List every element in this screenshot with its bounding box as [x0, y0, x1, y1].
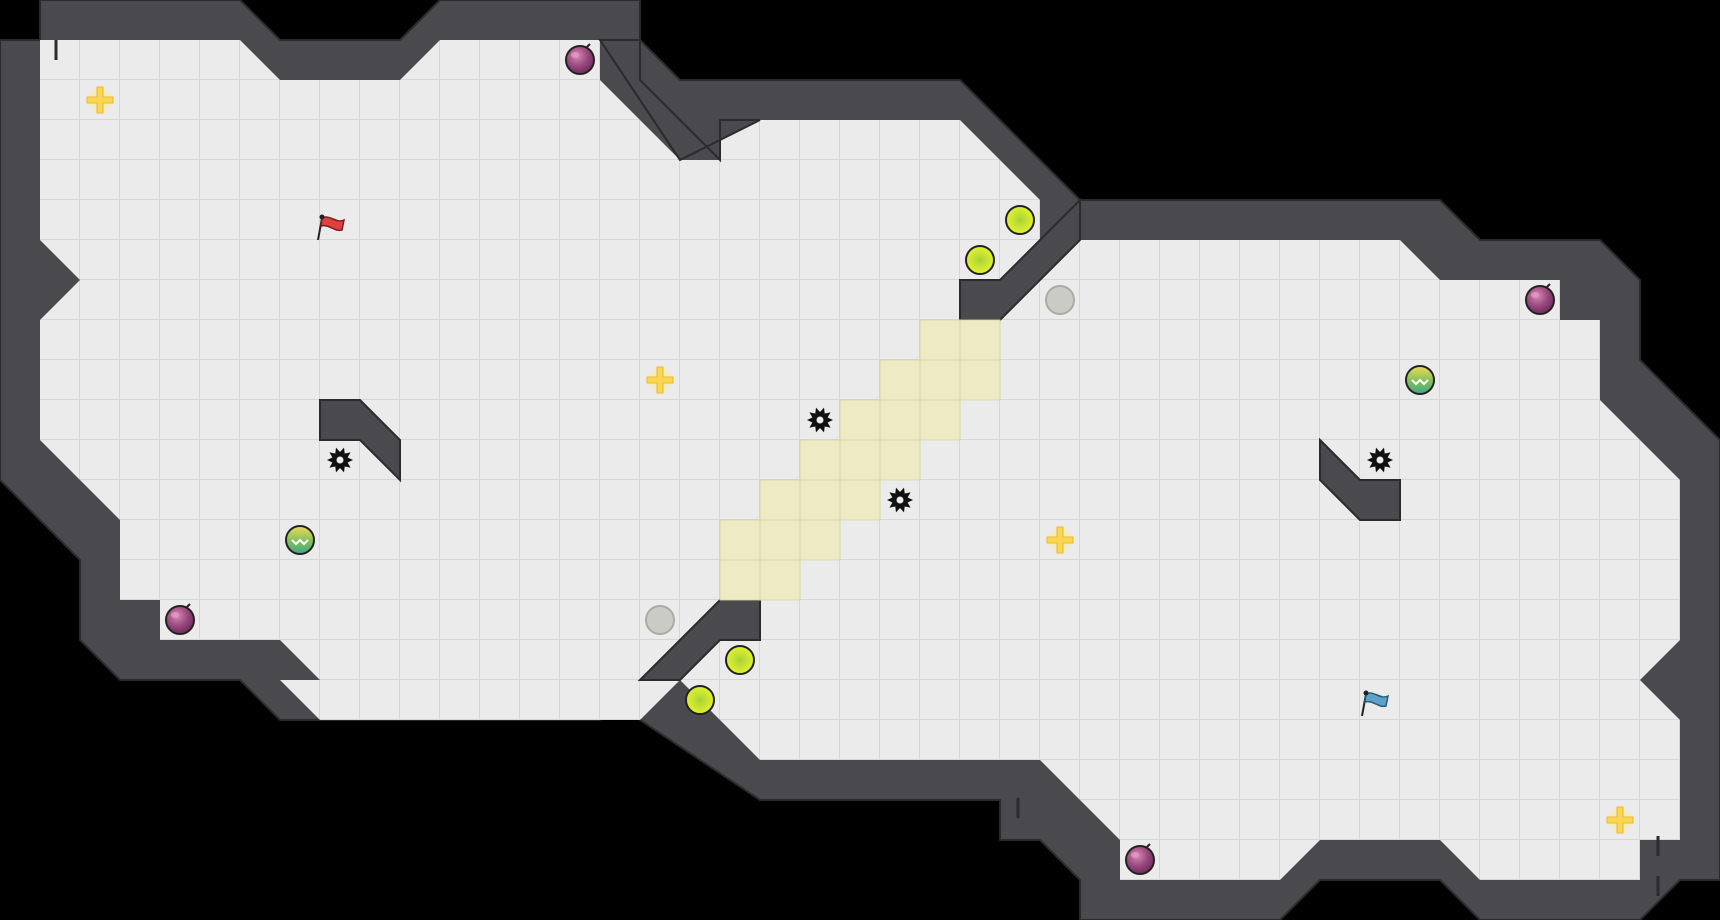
bomb-icon: [165, 603, 195, 635]
speed-powerup-icon: [285, 525, 315, 555]
boost-pad-icon: [86, 86, 114, 114]
left-barrier: [319, 399, 401, 483]
boost-pad-icon: [1046, 526, 1074, 554]
bomb-icon: [1525, 283, 1555, 315]
interior-walls: [319, 39, 1401, 681]
spike-mine-icon: [887, 487, 913, 513]
speed-powerup-icon: [1405, 365, 1435, 395]
portal-idle-icon: [1045, 285, 1075, 315]
boost-pad-icon: [1606, 806, 1634, 834]
bombs: [165, 43, 1555, 875]
spike-mine-icon: [327, 447, 353, 473]
spike-mine-icon: [807, 407, 833, 433]
blue-flag-icon[interactable]: [1361, 690, 1390, 717]
right-barrier: [1319, 437, 1401, 521]
corner-notches: [54, 40, 1660, 896]
spike-mine-icon: [1367, 447, 1393, 473]
portal-icon: [965, 245, 995, 275]
portals: [645, 205, 1075, 715]
neutral-zone: [719, 319, 1001, 601]
portal-icon: [685, 685, 715, 715]
portal-idle-icon: [645, 605, 675, 635]
bomb-icon: [565, 43, 595, 75]
portal-icon: [725, 645, 755, 675]
portal-icon: [1005, 205, 1035, 235]
upper-notch-wall: [598, 39, 761, 163]
bomb-icon: [1125, 843, 1155, 875]
spike-mines: [327, 407, 1393, 513]
powerups: [285, 365, 1435, 555]
boost-pad-icon: [646, 366, 674, 394]
boost-pads: [86, 86, 1634, 834]
red-flag-icon[interactable]: [317, 214, 346, 241]
